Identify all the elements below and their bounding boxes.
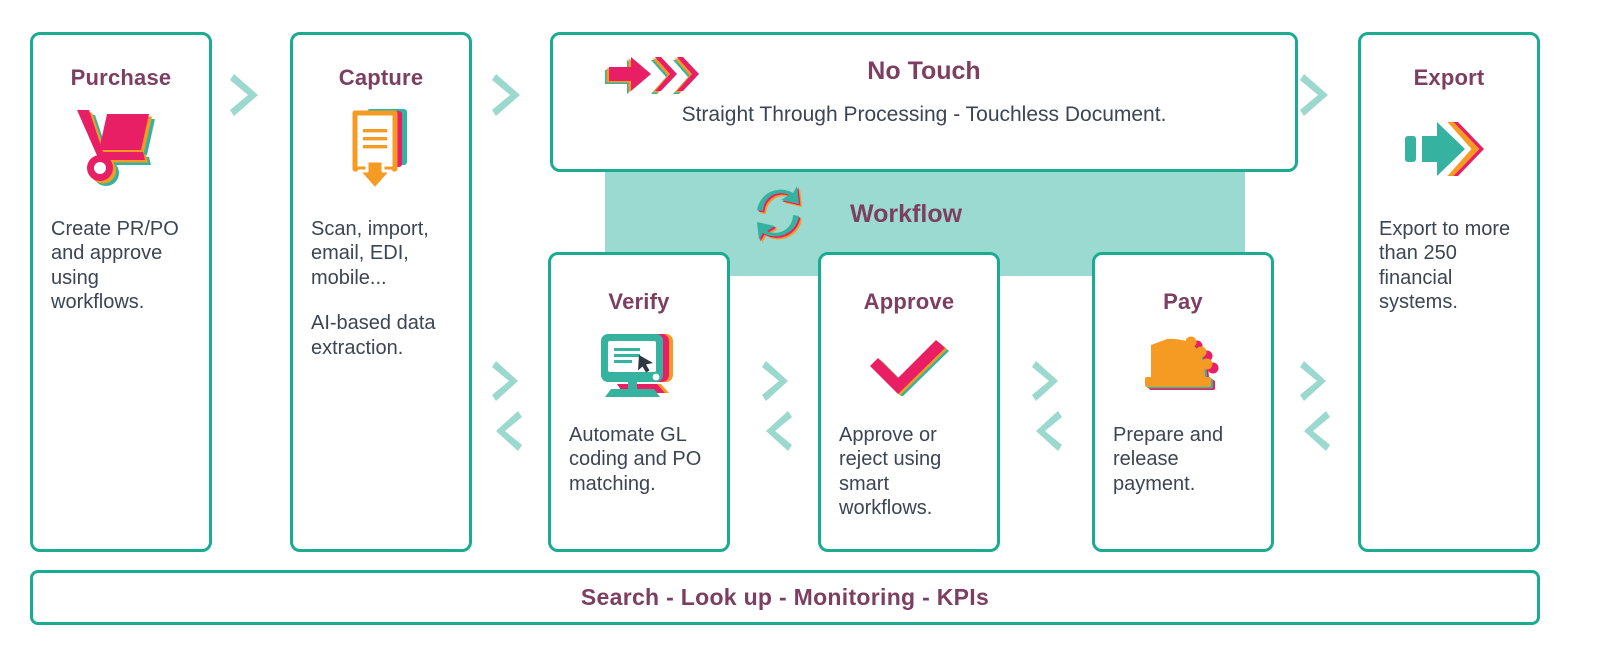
footer-label: Search - Look up - Monitoring - KPIs bbox=[580, 584, 990, 610]
card-pay-description-text: Prepare and release payment. bbox=[1113, 424, 1224, 495]
card-capture-description-text-2: AI-based data extraction. bbox=[311, 312, 436, 359]
card-approve-description: Approve or reject using smart workflows. bbox=[821, 423, 997, 521]
card-pay-description: Prepare and release payment. bbox=[1095, 423, 1271, 496]
card-capture-title: Capture bbox=[338, 65, 424, 90]
card-export-description-text: Export to more than 250 financial system… bbox=[1379, 218, 1511, 314]
card-purchase-title: Purchase bbox=[70, 65, 172, 90]
hand-truck-icon bbox=[33, 103, 209, 195]
card-purchase-description-text: Create PR/PO and approve using workflows… bbox=[51, 218, 179, 314]
chevron-left-icon bbox=[1030, 408, 1064, 459]
chevron-left-icon bbox=[490, 408, 524, 459]
card-pay[interactable]: Pay bbox=[1092, 252, 1274, 552]
card-export-description: Export to more than 250 financial system… bbox=[1361, 217, 1537, 315]
cash-register-icon bbox=[1095, 329, 1271, 401]
card-verify[interactable]: Verify Automate GL codin bbox=[548, 252, 730, 552]
export-arrow-icon bbox=[1361, 103, 1537, 195]
chevron-right-icon bbox=[490, 70, 526, 125]
card-pay-title: Pay bbox=[1163, 289, 1203, 314]
chevron-left-icon bbox=[760, 408, 794, 459]
workflow-title: Workflow bbox=[850, 200, 963, 228]
refresh-cycle-icon bbox=[745, 180, 817, 257]
chevron-right-icon bbox=[1298, 70, 1334, 125]
card-capture-description-text-1: Scan, import, email, EDI, mobile... bbox=[311, 218, 429, 289]
card-capture[interactable]: Capture Scan, import, email, EDI, mobile… bbox=[290, 32, 472, 552]
card-verify-description-text: Automate GL coding and PO matching. bbox=[569, 424, 702, 495]
monitor-cursor-icon bbox=[551, 329, 727, 401]
fast-forward-arrow-icon bbox=[605, 53, 701, 108]
chevron-right-icon bbox=[228, 70, 264, 125]
card-export-title: Export bbox=[1413, 65, 1485, 90]
footer-bar[interactable]: Search - Look up - Monitoring - KPIs bbox=[30, 570, 1540, 625]
card-approve-title: Approve bbox=[863, 289, 955, 314]
card-export[interactable]: Export Export to more than 250 financial… bbox=[1358, 32, 1540, 552]
chevron-right-icon bbox=[490, 358, 524, 409]
card-no-touch[interactable]: No Touch Straight Through Processing - T… bbox=[550, 32, 1298, 172]
chevron-right-icon bbox=[1030, 358, 1064, 409]
card-no-touch-subtitle: Straight Through Processing - Touchless … bbox=[681, 103, 1167, 126]
chevron-right-icon bbox=[1298, 358, 1332, 409]
card-purchase-description: Create PR/PO and approve using workflows… bbox=[33, 217, 209, 315]
chevron-left-icon bbox=[1298, 408, 1332, 459]
card-capture-description: Scan, import, email, EDI, mobile... AI-b… bbox=[293, 217, 469, 360]
card-no-touch-title: No Touch bbox=[867, 56, 981, 85]
card-verify-title: Verify bbox=[608, 289, 670, 314]
chevron-right-icon bbox=[760, 358, 794, 409]
checkmark-icon bbox=[821, 329, 997, 401]
card-verify-description: Automate GL coding and PO matching. bbox=[551, 423, 727, 496]
card-purchase[interactable]: Purchase bbox=[30, 32, 212, 552]
card-approve[interactable]: Approve Approve or reject using smart wo… bbox=[818, 252, 1000, 552]
card-approve-description-text: Approve or reject using smart workflows. bbox=[839, 424, 942, 520]
document-import-icon bbox=[293, 103, 469, 195]
